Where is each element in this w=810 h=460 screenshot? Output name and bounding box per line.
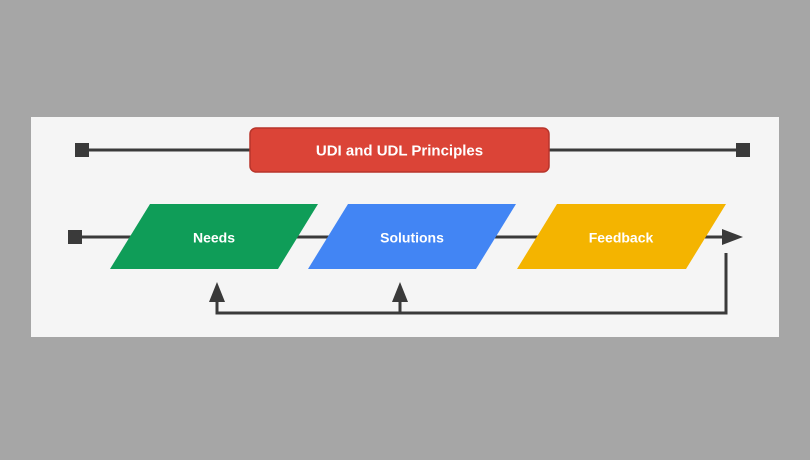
title-line-end-marker [736, 143, 750, 157]
step-solutions-shape [308, 204, 516, 269]
flow-start-marker [68, 230, 82, 244]
step-feedback-label: Feedback [589, 230, 654, 246]
title-box [249, 127, 550, 173]
step-needs: Needs [110, 204, 318, 269]
loop-arrowhead-solutions [392, 282, 408, 302]
step-needs-shape [110, 204, 318, 269]
step-needs-label: Needs [193, 230, 235, 246]
title-line-start-marker [75, 143, 89, 157]
step-feedback-shape [517, 204, 726, 269]
loop-arrowhead-needs [209, 282, 225, 302]
step-solutions-label: Solutions [380, 230, 444, 246]
step-solutions: Solutions [308, 204, 516, 269]
flow-arrowhead [722, 229, 743, 245]
title-text: UDI and UDL Principles [316, 143, 483, 160]
feedback-loop-line [215, 253, 728, 315]
step-feedback: Feedback [517, 204, 726, 269]
